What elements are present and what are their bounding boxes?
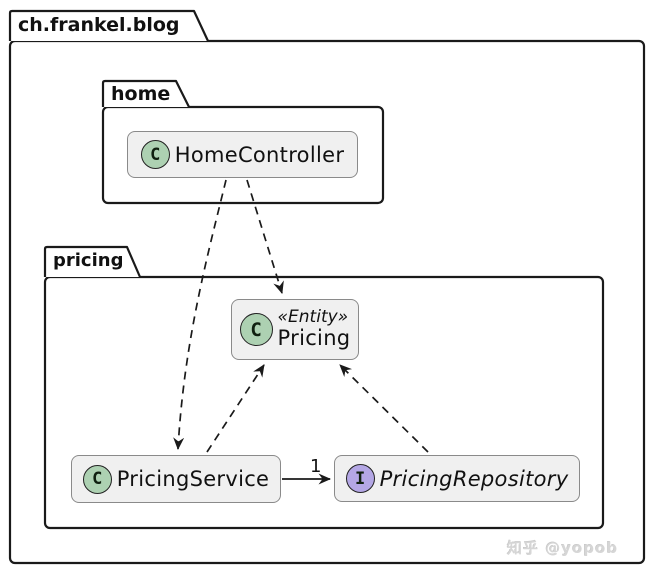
class-spot-icon: C bbox=[239, 313, 273, 346]
class-spot-icon: C bbox=[140, 140, 170, 169]
class-pricingservice: C PricingService bbox=[71, 455, 281, 503]
interface-spot-icon: I bbox=[345, 464, 375, 493]
class-name: PricingService bbox=[116, 467, 270, 491]
stereotype-label: «Entity» bbox=[277, 307, 349, 328]
multiplicity-label: 1 bbox=[310, 456, 322, 477]
class-name: HomeController bbox=[174, 142, 345, 167]
dependency-arrow-homecontroller-to-pricing bbox=[246, 179, 284, 294]
class-homecontroller: C HomeController bbox=[127, 131, 358, 178]
class-pricing-entity: C «Entity» Pricing bbox=[231, 299, 359, 360]
dependency-arrow-pricingservice-to-pricing bbox=[206, 364, 265, 453]
interface-pricingrepository: I PricingRepository bbox=[334, 455, 580, 502]
class-spot-icon: C bbox=[82, 464, 112, 494]
dependency-arrow-homecontroller-to-pricingservice bbox=[173, 179, 227, 450]
package-root-label: ch.frankel.blog bbox=[18, 14, 180, 36]
class-name: Pricing bbox=[277, 326, 351, 351]
watermark: 知乎 @yopob bbox=[507, 539, 619, 557]
package-pricing-label: pricing bbox=[53, 250, 124, 271]
package-home-label: home bbox=[111, 83, 171, 105]
interface-name: PricingRepository bbox=[379, 466, 569, 491]
dependency-arrow-pricingrepository-to-pricing bbox=[339, 364, 429, 453]
